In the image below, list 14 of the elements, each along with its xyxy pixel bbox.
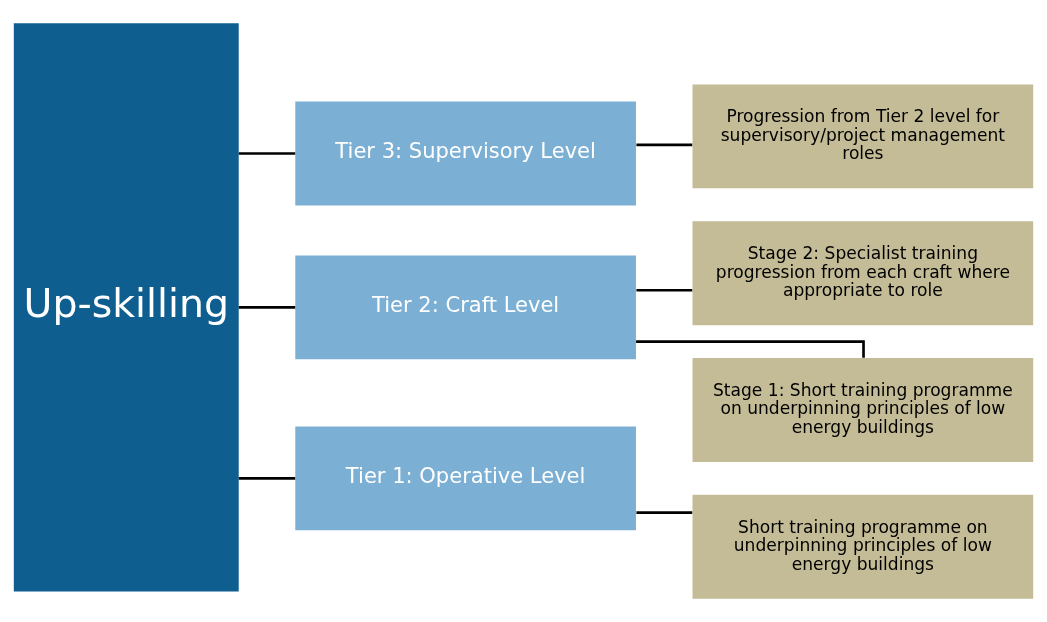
node-box: Tier 2: Craft Level <box>295 255 636 360</box>
node-box: Up-skilling <box>13 23 239 592</box>
connector <box>636 511 693 514</box>
node-box: Stage 1: Short training programme on underpinning principles of low energy buildings <box>692 358 1034 462</box>
connector <box>238 306 296 309</box>
connector <box>238 152 296 155</box>
connector <box>636 143 693 147</box>
node-box: Stage 2: Specialist training progression from each craft where appropriate to role <box>692 221 1034 326</box>
node-box: Tier 1: Operative Level <box>295 426 636 531</box>
node-box: Short training programme on underpinning principles of low energy buildings <box>692 494 1034 599</box>
node-box: Tier 3: Supervisory Level <box>295 101 636 206</box>
connector <box>238 477 296 480</box>
node-box: Progression from Tier 2 level for supervisory/project management roles <box>692 84 1034 189</box>
connector <box>636 288 693 292</box>
